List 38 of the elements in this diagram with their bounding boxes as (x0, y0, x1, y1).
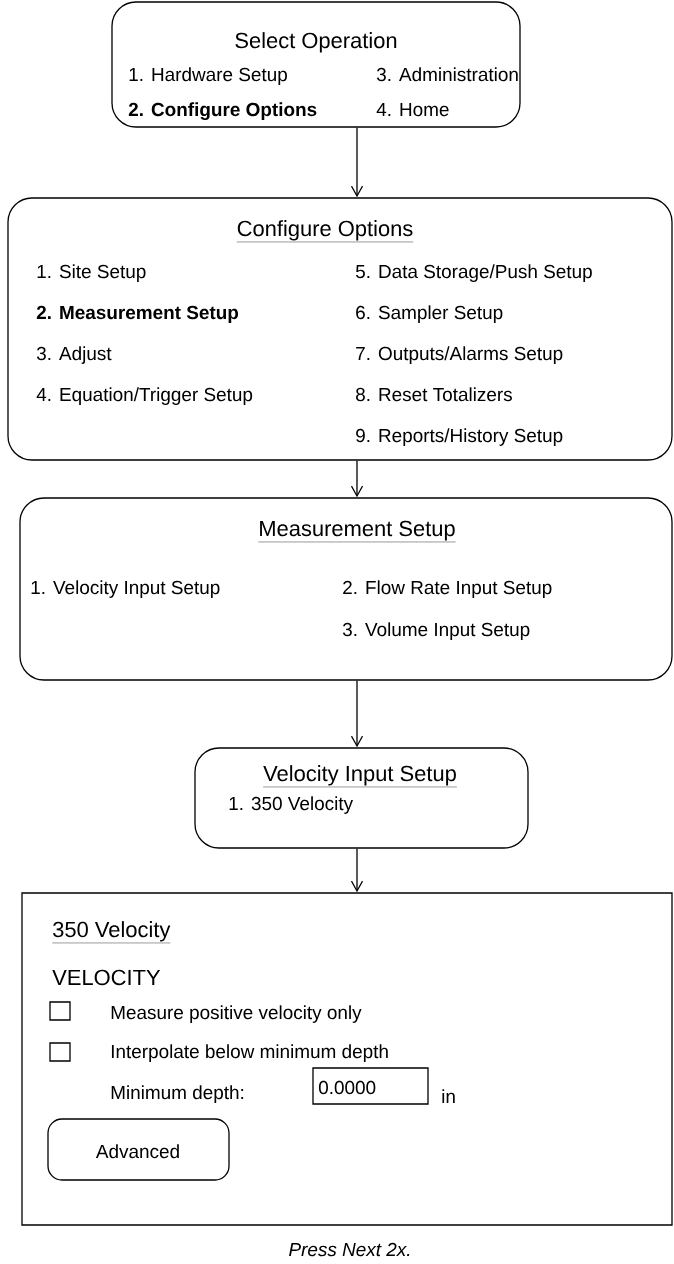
menu-item: 3. Adjust (36, 346, 112, 364)
menu-item: 9. Reports/History Setup (356, 428, 563, 446)
menu-item: 2. Flow Rate Input Setup (343, 580, 552, 598)
option-label: Measure positive velocity only (111, 1005, 362, 1023)
caption: Press Next 2x. (289, 1242, 410, 1257)
menu-item: 2. Configure Options (128, 102, 317, 121)
menu-item: 3. Volume Input Setup (342, 622, 530, 640)
section-heading: VELOCITY (52, 969, 161, 986)
menu-item: 8. Reset Totalizers (356, 387, 512, 402)
menu-item: 6. Sampler Setup (356, 305, 503, 323)
field-label: Minimum depth: (111, 1085, 244, 1103)
arrow (350, 848, 364, 893)
menu-item: 2. Measurement Setup (36, 305, 239, 323)
menu-box (19, 497, 673, 681)
menu-title: Select Operation (235, 32, 397, 53)
menu-item: 7. Outputs/Alarms Setup (356, 346, 563, 364)
menu-box (7, 197, 673, 461)
menu-box (194, 747, 529, 849)
menu-item: 5. Data Storage/Push Setup (355, 264, 592, 282)
option-label: Interpolate below minimum depth (111, 1044, 388, 1062)
menu-item: 1. 350 Velocity (229, 796, 354, 814)
arrow (350, 460, 364, 498)
menu-item: 1. Site Setup (37, 264, 146, 282)
arrow (350, 127, 364, 198)
menu-item: 1. Velocity Input Setup (31, 580, 220, 598)
unit-label: in (442, 1089, 455, 1103)
menu-box (111, 1, 521, 128)
input-field: 0.0000 (312, 1067, 429, 1105)
menu-item: 4. Home (376, 103, 449, 117)
menu-item: 4. Equation/Trigger Setup (36, 387, 253, 405)
menu-title: Velocity Input Setup (262, 765, 458, 788)
menu-item: 1. Hardware Setup (129, 67, 287, 85)
advanced-button: Advanced (47, 1118, 230, 1181)
arrow (350, 680, 364, 748)
menu-item: 3. Administration (376, 67, 518, 82)
menu-title: Measurement Setup (258, 520, 456, 543)
screen-title: 350 Velocity (52, 921, 171, 944)
menu-title: Configure Options (236, 220, 414, 243)
